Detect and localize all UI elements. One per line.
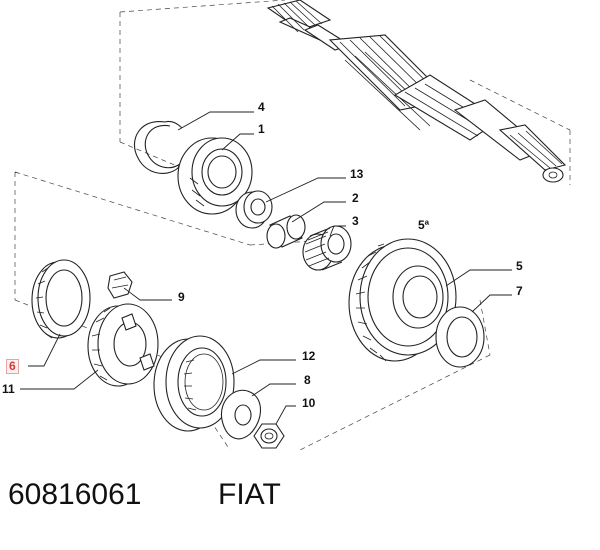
brand-name: FIAT (218, 478, 281, 511)
callout-13: 13 (350, 167, 364, 181)
snap-ring (133, 120, 183, 174)
fifth-gear (348, 238, 457, 362)
callout-11: 11 (2, 382, 15, 396)
synchro-ring (31, 259, 91, 339)
callout-8: 8 (304, 373, 311, 387)
plate-washer (220, 389, 262, 440)
callout-10: 10 (302, 396, 316, 410)
callout-2: 2 (352, 191, 359, 205)
thrust-washer (435, 306, 485, 368)
callout-12: 12 (302, 349, 316, 363)
spacer-ring (235, 190, 273, 229)
callout-4: 4 (258, 100, 265, 114)
lock-nut (253, 423, 285, 449)
synchro-key (107, 271, 133, 299)
callout-1: 1 (258, 122, 265, 136)
assembly-boundary-upper (119, 0, 571, 185)
synchro-hub (87, 303, 159, 387)
sliding-sleeve (153, 335, 235, 432)
callout-9: 9 (178, 290, 185, 304)
callout-5: 5 (516, 259, 523, 273)
needle-bearing (302, 225, 352, 271)
leader-lines (20, 111, 512, 425)
ball-bearing (177, 137, 253, 215)
callout-7: 7 (516, 284, 523, 298)
callout-6-highlighted[interactable]: 6 (6, 359, 19, 374)
part-number: 60816061 (8, 478, 142, 511)
callout-3: 3 (352, 214, 359, 228)
main-shaft (266, 0, 567, 183)
callout-5a: 5ª (418, 218, 430, 232)
bushing (266, 214, 306, 249)
